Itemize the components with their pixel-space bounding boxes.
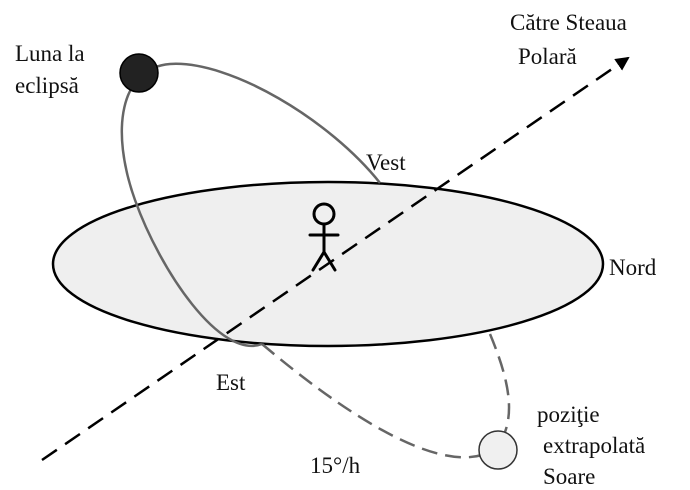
polaris-label-line1: Către Steaua	[510, 10, 627, 35]
moon-label-line1: Luna la	[15, 41, 85, 66]
moon-orbit-dashed-path	[261, 343, 483, 459]
sun-label-line1: poziţie	[537, 402, 600, 427]
observer-figure	[308, 202, 340, 272]
east-label: Est	[216, 370, 246, 395]
moon-circle	[119, 53, 159, 93]
polar-axis-arrow	[41, 56, 630, 462]
sun-circle	[478, 430, 518, 470]
moon-orbit-path	[120, 62, 381, 348]
north-label: Nord	[609, 255, 657, 280]
sun-label-line3: Soare	[543, 464, 596, 489]
moon-label-line2: eclipsă	[15, 73, 79, 98]
west-label: Vest	[366, 150, 406, 175]
rate-label: 15°/h	[310, 453, 361, 478]
polaris-label-line2: Polară	[518, 44, 577, 69]
sun-path-dashed	[488, 333, 511, 433]
sun-label-line2: extrapolată	[543, 433, 646, 458]
